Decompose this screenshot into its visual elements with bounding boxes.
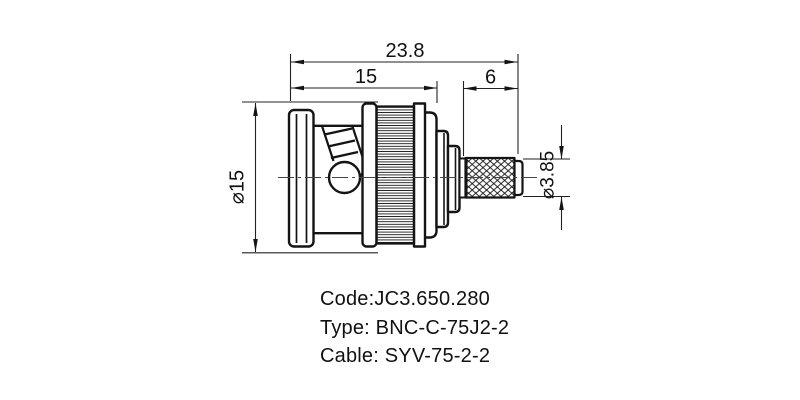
dimension-arrowheads — [253, 59, 564, 252]
arrow-icon — [291, 85, 304, 91]
bayonet-slot-rung — [327, 139, 356, 148]
bayonet-slot-rung — [330, 150, 359, 160]
knurl-band — [375, 105, 416, 245]
nut-front-lip — [361, 102, 378, 248]
extension-lines — [242, 54, 570, 254]
dim-label-nut-diameter: ⌀15 — [227, 170, 249, 204]
arrow-icon — [559, 146, 564, 159]
arrow-icon — [291, 59, 304, 65]
arrow-icon — [504, 86, 518, 91]
dim-label-body-length: 15 — [355, 66, 377, 88]
dimension-labels: 23.8 15 6 ⌀15 ⌀3.85 — [227, 40, 559, 204]
part-info-block: Code:JC3.650.280 Type: BNC-C-75J2-2 Cabl… — [320, 285, 509, 371]
dim-label-total-length: 23.8 — [386, 40, 425, 62]
connector-flange — [287, 108, 315, 248]
ferrule-end-cap — [513, 159, 524, 197]
arrow-icon — [504, 59, 518, 65]
arrow-icon — [424, 85, 437, 91]
dim-label-crimp-length: 6 — [485, 67, 496, 89]
nut-back-band — [412, 102, 427, 248]
part-code-line: Code:JC3.650.280 — [320, 288, 490, 310]
arrow-icon — [463, 86, 477, 91]
nut-back-cap — [422, 111, 438, 239]
bayonet-slot-rung — [324, 127, 353, 136]
arrow-icon — [559, 197, 564, 210]
part-cable-line: Cable: SYV-75-2-2 — [320, 345, 491, 367]
arrow-icon — [253, 103, 258, 116]
arrow-icon — [253, 239, 258, 252]
connector-outline — [287, 102, 524, 248]
part-type-line: Type: BNC-C-75J2-2 — [320, 316, 510, 339]
bayonet-slot-left-edge — [320, 125, 335, 162]
step-ring-2 — [446, 144, 461, 214]
dim-label-ferrule-diameter: ⌀3.85 — [538, 151, 559, 199]
step-ring-1 — [435, 129, 450, 229]
